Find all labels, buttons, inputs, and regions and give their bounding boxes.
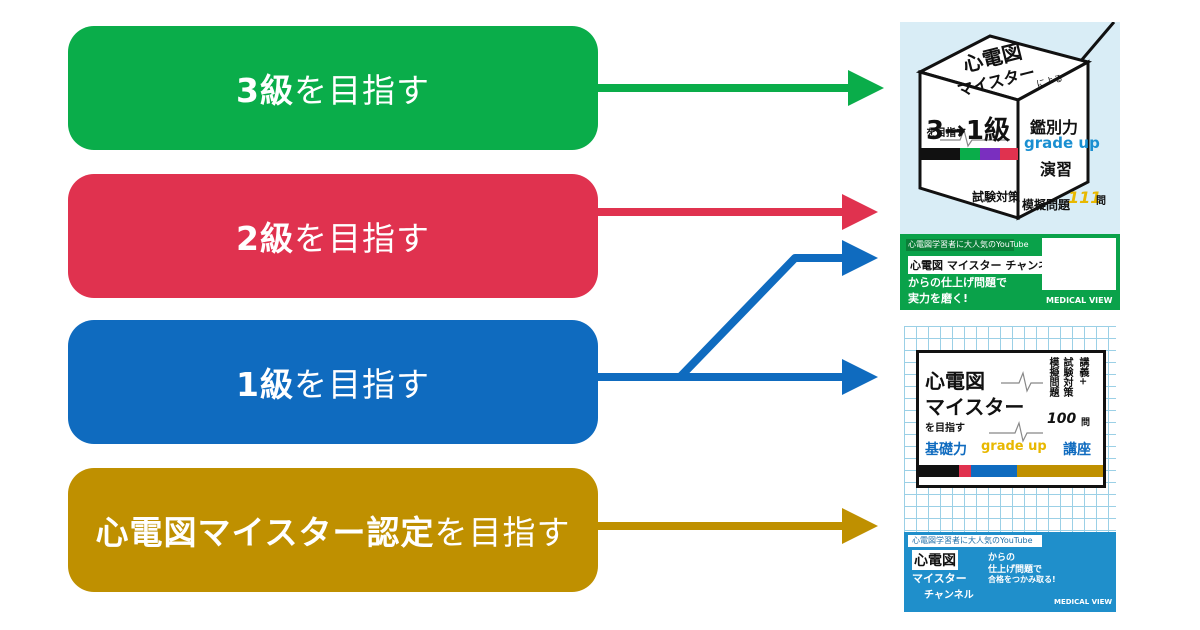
arrow-level3	[598, 70, 884, 106]
goal-meister-rest: を目指す	[434, 513, 571, 552]
book1-top-area: 心電図 マイスター による 3→1級 を目指す 鑑別力 grade up 演習 …	[900, 22, 1120, 234]
goal-level3-bold: 3級	[236, 71, 294, 110]
goal-level2-rest: を目指す	[293, 219, 430, 258]
book2-course: 講座	[1063, 442, 1091, 458]
arrow-level1-to-book2	[598, 359, 878, 395]
book2-channel2: マイスター	[912, 572, 967, 585]
goal-level1-rest: を目指す	[293, 365, 430, 404]
book1-mock: 模擬問題	[1022, 198, 1071, 212]
book-cover-2: 心電図 マイスター を目指す 模擬問題 試験対策 講義+ 100 問 基礎力 g…	[904, 326, 1116, 612]
book1-from: からの仕上げ問題で	[908, 276, 1007, 289]
book1-band-lead-bg	[906, 239, 1014, 251]
book2-blue-band: 心電図学習者に大人気のYouTube 心電図 マイスター チャンネル からの 仕…	[904, 532, 1116, 612]
book2-side3: 講義+	[1077, 357, 1088, 386]
book1-green-band: 心電図学習者に大人気のYouTube 心電図 マイスター チャンネル からの仕上…	[900, 234, 1120, 310]
book1-ecg-panel	[1042, 238, 1116, 290]
arrow-level1-to-book1	[677, 240, 878, 380]
book2-channel1: 心電図	[912, 550, 958, 570]
book2-side1: 模擬問題	[1047, 357, 1058, 397]
book1-levels: 3→1級	[926, 116, 1010, 146]
book1-cube-graphic	[915, 22, 1116, 221]
book2-subtitle: マイスター	[925, 395, 1025, 419]
arrow-meister	[598, 508, 878, 544]
book1-practice: 演習	[1040, 160, 1073, 179]
goal-level3-rest: を目指す	[293, 71, 430, 110]
book2-from: からの	[988, 553, 1016, 563]
arrow-level2	[598, 194, 878, 230]
book1-count-unit: 問	[1096, 196, 1106, 207]
book2-publisher: MEDICAL VIEW	[1054, 598, 1113, 606]
goal-level2-box: 2級を目指す	[68, 174, 598, 298]
book2-channel3: チャンネル	[924, 590, 974, 601]
book2-count-unit: 問	[1081, 418, 1091, 428]
book1-publisher: MEDICAL VIEW	[1046, 296, 1113, 305]
book-cover-1: 心電図 マイスター による 3→1級 を目指す 鑑別力 grade up 演習 …	[900, 22, 1120, 310]
book1-power: 実力を磨く!	[908, 292, 969, 305]
book1-count: 111	[1068, 188, 1102, 207]
book1-gradeup: grade up	[1024, 134, 1100, 152]
book2-count: 100	[1047, 411, 1077, 427]
goal-level3-box: 3級を目指す	[68, 26, 598, 150]
book1-goal: を目指す	[926, 128, 966, 139]
book2-goal: を目指す	[925, 423, 965, 434]
book2-title: 心電図	[925, 369, 985, 393]
book2-basic: 基礎力	[925, 442, 967, 458]
book2-band-lead-bg	[908, 535, 1042, 547]
book2-gradeup: grade up	[981, 439, 1047, 454]
book2-finish: 仕上げ問題で	[988, 565, 1043, 575]
book1-channel: 心電図 マイスター チャンネル	[908, 256, 1062, 274]
book2-pass: 合格をつかみ取る!	[988, 575, 1056, 584]
goal-meister-bold: 心電図マイスター認定	[95, 513, 435, 552]
book1-skill: 鑑別力	[1030, 118, 1079, 137]
goal-meister-box: 心電図マイスター認定を目指す	[68, 468, 598, 592]
book2-band-lead: 心電図学習者に大人気のYouTube	[912, 536, 1033, 545]
book2-side2: 試験対策	[1061, 357, 1072, 397]
goal-level1-bold: 1級	[236, 365, 294, 404]
goal-level2-bold: 2級	[236, 219, 294, 258]
book1-band-lead: 心電図学習者に大人気のYouTube	[908, 240, 1029, 249]
book2-ecg-lines	[919, 370, 1103, 477]
book1-exam: 試験対策	[972, 190, 1021, 204]
book2-title-panel: 心電図 マイスター を目指す 模擬問題 試験対策 講義+ 100 問 基礎力 g…	[916, 350, 1106, 488]
goal-level1-box: 1級を目指す	[68, 320, 598, 444]
